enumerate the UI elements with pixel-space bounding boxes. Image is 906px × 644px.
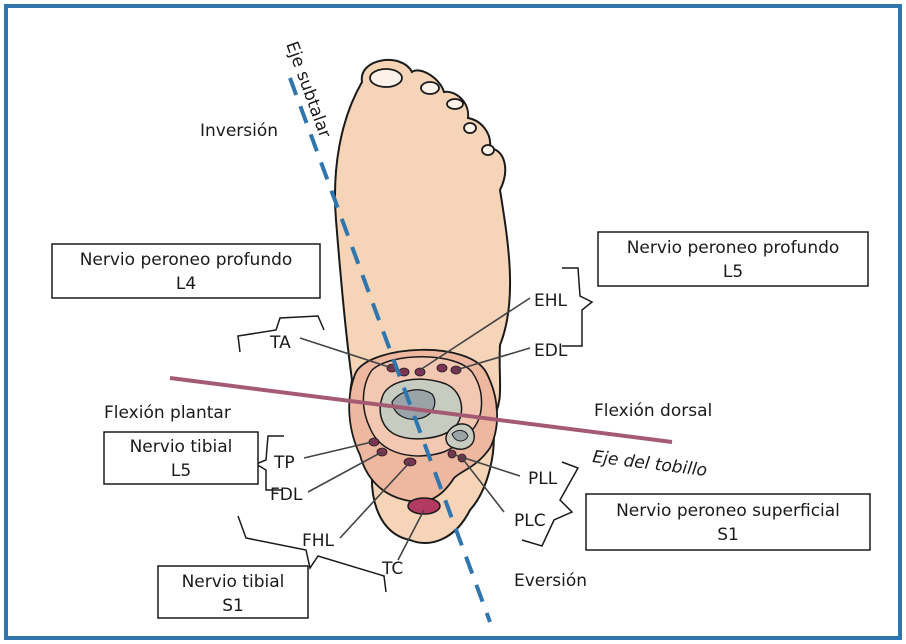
nerve-box-tibial-l5: Nervio tibial L5 bbox=[104, 432, 258, 484]
nerve-box-line1: Nervio peroneo superficial bbox=[616, 501, 840, 521]
nerve-box-line2: S1 bbox=[222, 596, 244, 616]
inversion-label: Inversión bbox=[200, 121, 278, 141]
fdl-label: FDL bbox=[270, 485, 303, 505]
eversion-label: Eversión bbox=[514, 571, 587, 591]
nerve-box-deep-peroneal-l4: Nervio peroneo profundo L4 bbox=[52, 244, 320, 298]
edl-label: EDL bbox=[534, 341, 568, 361]
subtalar-axis-label: Eje subtalar bbox=[281, 39, 334, 141]
dorsal-flexion-label: Flexión dorsal bbox=[594, 401, 712, 421]
nerve-box-line2: S1 bbox=[717, 525, 739, 545]
ehl-label: EHL bbox=[534, 291, 568, 311]
nerve-box-line2: L5 bbox=[171, 461, 191, 481]
nerve-box-line1: Nervio peroneo profundo bbox=[80, 250, 293, 270]
tp-label: TP bbox=[273, 453, 295, 473]
nerve-box-line2: L4 bbox=[176, 274, 196, 294]
fhl-label: FHL bbox=[302, 531, 335, 551]
nerve-box-line1: Nervio tibial bbox=[182, 572, 285, 592]
ta-label: TA bbox=[269, 333, 291, 353]
nerve-box-line1: Nervio peroneo profundo bbox=[627, 238, 840, 258]
nerve-box-tibial-s1: Nervio tibial S1 bbox=[158, 566, 308, 618]
plantar-flexion-label: Flexión plantar bbox=[104, 403, 231, 423]
plc-label: PLC bbox=[514, 511, 546, 531]
nerve-box-line1: Nervio tibial bbox=[130, 437, 233, 457]
tc-label: TC bbox=[381, 559, 403, 579]
ankle-axis-label: Eje del tobillo bbox=[591, 447, 708, 481]
pll-label: PLL bbox=[528, 469, 558, 489]
nerve-box-line2: L5 bbox=[723, 262, 743, 282]
nerve-box-superficial-peroneal-s1: Nervio peroneo superficial S1 bbox=[586, 494, 870, 550]
nerve-box-deep-peroneal-l5: Nervio peroneo profundo L5 bbox=[598, 232, 868, 286]
